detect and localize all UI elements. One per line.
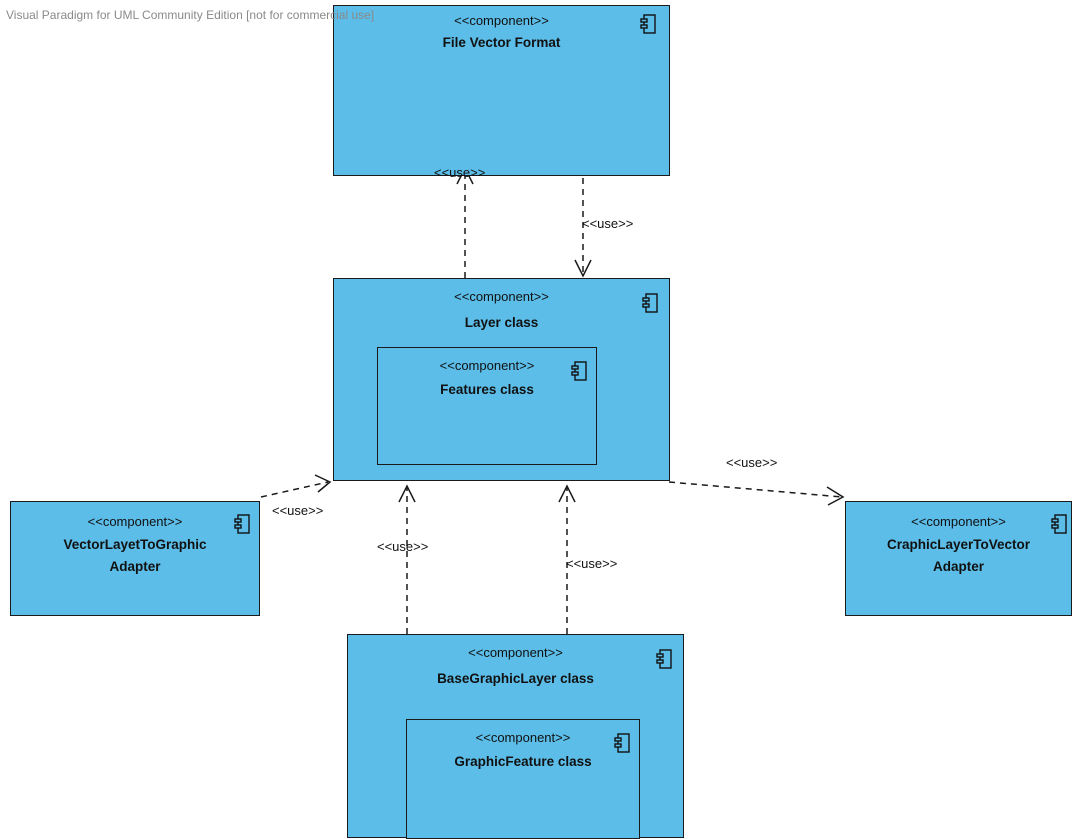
arrowhead-base-to-layer-right <box>558 484 576 503</box>
stereotype-label: <<component>> <box>454 13 549 28</box>
component-base-graphic-layer[interactable]: <<component>> BaseGraphicLayer class <<c… <box>347 634 684 839</box>
arrowhead-base-to-layer-left <box>398 484 416 503</box>
component-layer-class[interactable]: <<component>> Layer class <<component>> … <box>333 278 670 481</box>
stereotype-label: <<component>> <box>911 514 1006 529</box>
edge-label-base-to-layer-right: <<use>> <box>566 556 618 571</box>
edge-label-vector-to-layer: <<use>> <box>272 503 324 518</box>
dep-vector-to-layer <box>260 481 329 498</box>
component-name: GraphicFeature class <box>454 754 592 769</box>
component-name: File Vector Format <box>442 35 561 50</box>
component-file-vector-format[interactable]: <<component>> File Vector Format <box>333 5 670 176</box>
component-vector-adapter[interactable]: <<component>> VectorLayetToGraphic Adapt… <box>10 501 260 616</box>
component-icon <box>571 361 587 381</box>
stereotype-label: <<component>> <box>468 645 563 660</box>
stereotype-label: <<component>> <box>454 289 549 304</box>
stereotype-label: <<component>> <box>87 514 183 529</box>
arrowhead-vector-to-layer <box>314 474 332 493</box>
edge-label-layer-to-graphic: <<use>> <box>726 455 778 470</box>
edge-label-base-to-layer-left: <<use>> <box>377 539 429 554</box>
edge-label-file-to-layer: <<use>> <box>582 216 634 231</box>
component-icon <box>234 514 250 534</box>
component-icon <box>614 733 630 753</box>
stereotype-label: <<component>> <box>439 358 535 373</box>
component-graphic-adapter[interactable]: <<component>> CraphicLayerToVector Adapt… <box>845 501 1072 616</box>
component-name: BaseGraphicLayer class <box>437 671 594 686</box>
component-icon <box>1051 514 1067 534</box>
component-icon <box>656 649 672 669</box>
component-name: CraphicLayerToVector Adapter <box>886 537 1031 574</box>
component-name: VectorLayetToGraphic Adapter <box>63 537 207 574</box>
edge-label-layer-to-file: <<use>> <box>434 165 486 180</box>
component-graphic-feature-class[interactable]: <<component>> GraphicFeature class <box>406 719 640 839</box>
component-name: Layer class <box>464 315 539 330</box>
arrowhead-file-to-layer <box>574 259 592 278</box>
component-features-class[interactable]: <<component>> Features class <box>377 347 597 465</box>
dep-layer-to-graphic <box>668 481 843 498</box>
component-icon <box>642 293 658 313</box>
stereotype-label: <<component>> <box>475 730 571 745</box>
component-name: Features class <box>440 382 534 397</box>
component-icon <box>640 14 656 34</box>
arrowhead-layer-to-graphic <box>826 486 845 506</box>
watermark-text: Visual Paradigm for UML Community Editio… <box>6 8 375 22</box>
